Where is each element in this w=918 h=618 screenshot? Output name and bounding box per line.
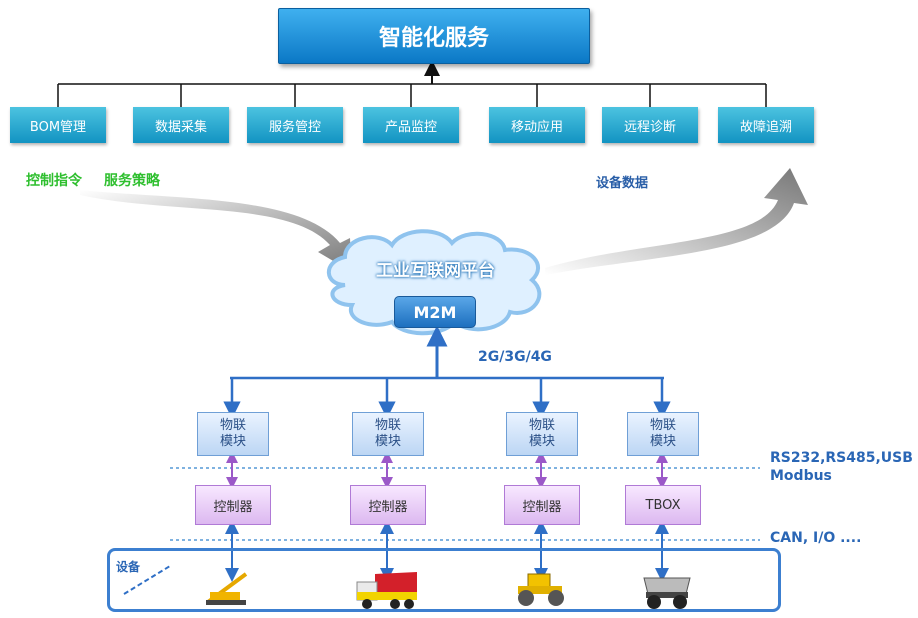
service-trace[interactable]: 故障追溯 (718, 107, 814, 143)
device-slash (123, 565, 171, 595)
tree-drops (57, 84, 767, 107)
service-control[interactable]: 服务管控 (247, 107, 343, 143)
controller-box: 控制器 (350, 485, 426, 525)
drill-rig-icon (206, 572, 248, 605)
control-command-label: 控制指令 (26, 173, 82, 189)
service-mobile[interactable]: 移动应用 (489, 107, 585, 143)
m2m-box: M2M (394, 296, 476, 328)
iot-module: 物联模块 (197, 412, 269, 456)
smart-service-title: 智能化服务 (278, 8, 590, 64)
protocol-lower: CAN, I/O .... (770, 530, 862, 546)
controller-box: 控制器 (504, 485, 580, 525)
service-diagnosis[interactable]: 远程诊断 (602, 107, 698, 143)
up-curve-arrow (545, 168, 808, 275)
controller-box: 控制器 (195, 485, 271, 525)
protocol-upper-1: RS232,RS485,USB (770, 450, 913, 466)
mining-truck-icon (643, 577, 691, 609)
iot-module: 物联模块 (506, 412, 578, 456)
net-drops (223, 378, 671, 419)
protocol-upper-2: Modbus (770, 468, 832, 484)
device-frame (107, 548, 781, 612)
service-data-collection[interactable]: 数据采集 (133, 107, 229, 143)
devices-label: 设备 (116, 560, 141, 574)
device-data-label: 设备数据 (596, 176, 649, 191)
tbox-box: TBOX (625, 485, 701, 525)
road-roller-icon (518, 573, 564, 606)
iot-module: 物联模块 (627, 412, 699, 456)
service-bom[interactable]: BOM管理 (10, 107, 106, 143)
down-curve-arrow (80, 190, 352, 272)
iot-module: 物联模块 (352, 412, 424, 456)
dump-truck-icon (356, 572, 417, 609)
service-policy-label: 服务策略 (104, 173, 160, 189)
cloud-shape (326, 229, 542, 336)
network-label: 2G/3G/4G (478, 349, 552, 365)
service-monitoring[interactable]: 产品监控 (363, 107, 459, 143)
platform-title: 工业互联网平台 (376, 261, 495, 281)
purple-links (226, 451, 668, 489)
